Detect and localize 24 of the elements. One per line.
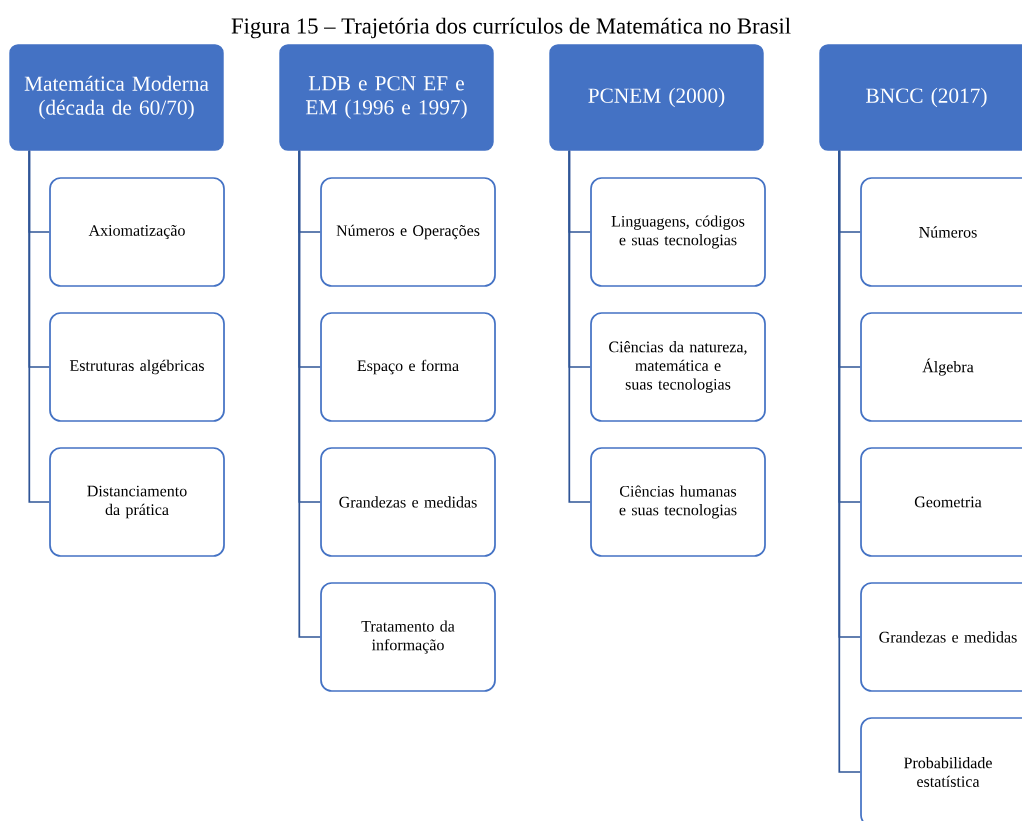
topic-box: Espaço e forma: [320, 312, 496, 422]
topic-box: Ciências humanas e suas tecnologias: [590, 447, 766, 557]
topic-box: Geometria: [860, 447, 1022, 557]
header-box: BNCC (2017): [819, 44, 1022, 151]
header-box: Matemática Moderna (década de 60/70): [9, 44, 224, 151]
header-box: PCNEM (2000): [549, 44, 764, 151]
connector-line: [838, 149, 861, 773]
topic-box: Números: [860, 177, 1022, 287]
topic-box: Álgebra: [860, 312, 1022, 422]
topic-box: Linguagens, códigos e suas tecnologias: [590, 177, 766, 287]
topic-box: Estruturas algébricas: [49, 312, 225, 422]
topic-box: Tratamento da informação: [320, 582, 496, 692]
connector-line: [28, 149, 50, 503]
connector-line: [298, 149, 321, 638]
topic-box: Números e Operações: [320, 177, 496, 287]
topic-box: Ciências da natureza, matemática e suas tecnologias: [590, 312, 766, 422]
header-box: LDB e PCN EF e EM (1996 e 1997): [279, 44, 494, 151]
topic-box: Axiomatização: [49, 177, 225, 287]
connector-line: [568, 149, 591, 503]
topic-box: Grandezas e medidas: [320, 447, 496, 557]
topic-box: Probabilidade estatística: [860, 717, 1022, 821]
topic-box: Grandezas e medidas: [860, 582, 1022, 692]
topic-box: Distanciamento da prática: [49, 447, 225, 557]
figure-title: Figura 15 – Trajetória dos currículos de Matemática no Brasil: [231, 17, 791, 39]
